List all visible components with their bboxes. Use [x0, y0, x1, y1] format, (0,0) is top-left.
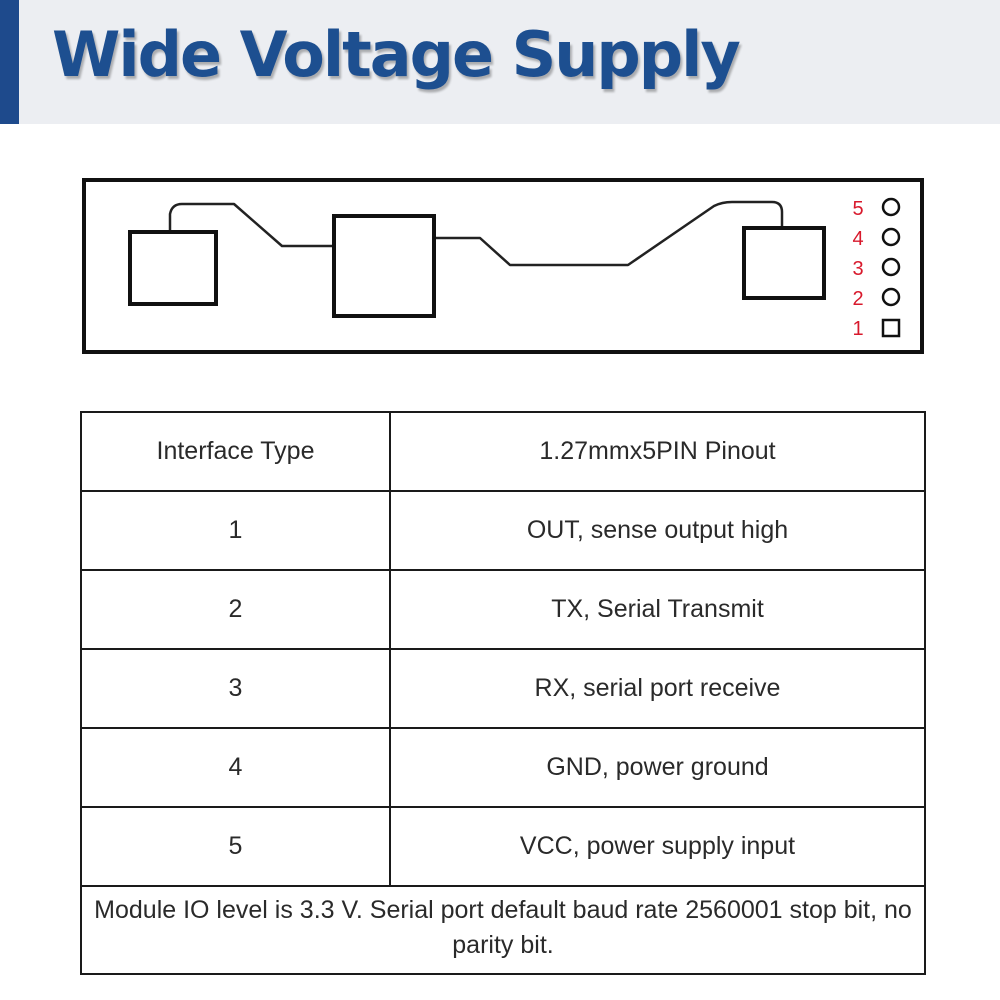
header-banner: Wide Voltage Supply	[0, 0, 1000, 124]
pin-description-cell: GND, power ground	[389, 727, 926, 808]
page-title: Wide Voltage Supply	[52, 18, 741, 91]
table-row: 5 VCC, power supply input	[80, 806, 926, 887]
pin-label-1: 1	[852, 318, 863, 340]
right-component	[742, 226, 826, 300]
pin-1-square-icon	[881, 318, 901, 338]
pin-number-cell: 1	[80, 490, 391, 571]
table-header-row: Interface Type 1.27mmx5PIN Pinout	[80, 411, 926, 492]
pin-description-cell: RX, serial port receive	[389, 648, 926, 729]
header-accent-bar	[0, 0, 19, 124]
pin-description-cell: TX, Serial Transmit	[389, 569, 926, 650]
table-row: 2 TX, Serial Transmit	[80, 569, 926, 650]
pin-4-circle-icon	[881, 227, 901, 247]
table-row: 1 OUT, sense output high	[80, 490, 926, 571]
module-outline	[82, 178, 924, 354]
header-label-cell: Interface Type	[80, 411, 391, 492]
table-row: 3 RX, serial port receive	[80, 648, 926, 729]
center-component	[332, 214, 436, 318]
pin-label-4: 4	[852, 228, 863, 250]
pin-number-cell: 2	[80, 569, 391, 650]
pin-5-circle-icon	[881, 197, 901, 217]
pin-label-2: 2	[852, 288, 863, 310]
pin-label-3: 3	[852, 258, 863, 280]
pin-description-cell: VCC, power supply input	[389, 806, 926, 887]
module-diagram: 5 4 3 2 1	[82, 178, 924, 354]
pinout-table: Interface Type 1.27mmx5PIN Pinout 1 OUT,…	[80, 411, 926, 975]
table-row: 4 GND, power ground	[80, 727, 926, 808]
module-note: Module IO level is 3.3 V. Serial port de…	[80, 885, 926, 975]
pin-number-cell: 5	[80, 806, 391, 887]
pin-number-cell: 4	[80, 727, 391, 808]
left-component	[128, 230, 218, 306]
circuit-trace	[168, 200, 784, 267]
table-note-row: Module IO level is 3.3 V. Serial port de…	[80, 885, 926, 975]
pin-2-circle-icon	[881, 287, 901, 307]
pin-3-circle-icon	[881, 257, 901, 277]
header-value-cell: 1.27mmx5PIN Pinout	[389, 411, 926, 492]
pin-label-5: 5	[852, 198, 863, 220]
pin-description-cell: OUT, sense output high	[389, 490, 926, 571]
pin-number-cell: 3	[80, 648, 391, 729]
